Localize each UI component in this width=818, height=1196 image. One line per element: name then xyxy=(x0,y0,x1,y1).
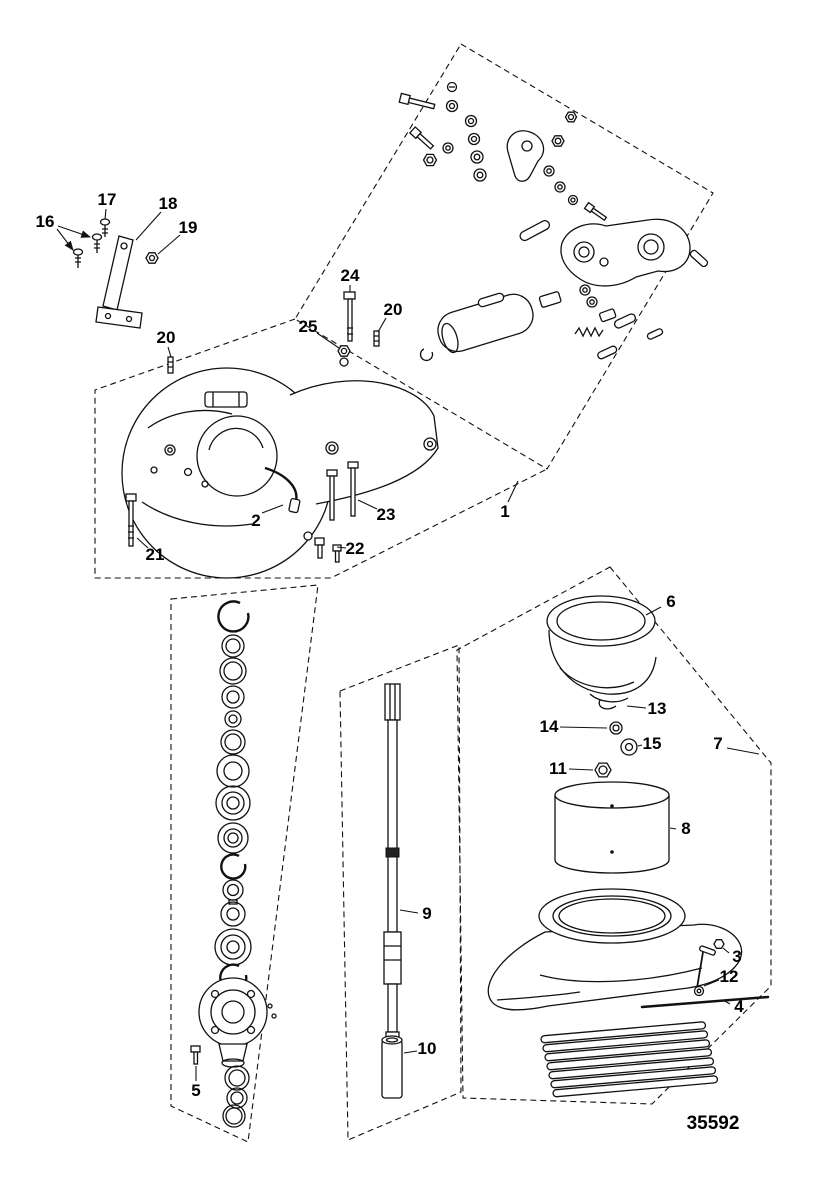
impeller-liner-group xyxy=(554,781,670,874)
seal-bearing-stack-group xyxy=(190,600,277,1128)
leader-line-12-22 xyxy=(703,979,720,987)
leader-line-17-1 xyxy=(104,208,107,220)
callout-leader-lines xyxy=(56,208,760,1081)
screw-icon xyxy=(99,218,111,237)
leader-line-20-4 xyxy=(167,346,172,358)
driveshaft-group xyxy=(383,683,402,1040)
leader-line-22-11 xyxy=(336,546,347,549)
leader-line-23-9 xyxy=(357,499,378,510)
leader-line-9-20 xyxy=(399,909,419,914)
leader-line-1-12 xyxy=(507,480,519,503)
leader-line-10-24 xyxy=(403,1050,418,1054)
leader-line-15-16 xyxy=(637,744,643,747)
leader-line-2-8 xyxy=(261,504,284,514)
leader-line-16-0 xyxy=(56,228,74,251)
impeller-hardware-group xyxy=(594,721,638,778)
drawing-number: 35592 xyxy=(686,1113,740,1134)
leader-line-8-19 xyxy=(669,827,677,830)
intake-grate-group xyxy=(540,1021,719,1098)
leader-line-14-15 xyxy=(559,726,608,729)
impeller-group xyxy=(546,595,657,710)
leader-line-20-7 xyxy=(377,317,387,333)
upper-hardware-group xyxy=(398,81,709,362)
leader-line-21-10 xyxy=(136,537,149,549)
jet-pump-base-group xyxy=(487,888,770,1011)
nut-icon xyxy=(145,252,159,264)
leader-line-25-6 xyxy=(316,332,340,349)
leader-line-6-13 xyxy=(645,606,662,616)
leader-line-11-18 xyxy=(568,768,594,771)
leader-line-19-3 xyxy=(157,234,181,255)
screw-icon xyxy=(72,248,84,268)
mount-bracket-group xyxy=(72,218,159,329)
leader-line-7-17 xyxy=(726,747,760,755)
leader-line-13-14 xyxy=(626,705,647,709)
sleeve-tube-group xyxy=(381,1035,403,1099)
leader-line-4-23 xyxy=(722,999,731,1005)
driveshaft-housing-group xyxy=(121,291,439,579)
screw-icon xyxy=(91,233,103,253)
leader-line-18-2 xyxy=(135,211,162,241)
leader-line-3-21 xyxy=(722,947,730,954)
leader-line-16-0 xyxy=(57,225,92,238)
assembly-boundaries xyxy=(94,43,772,1143)
